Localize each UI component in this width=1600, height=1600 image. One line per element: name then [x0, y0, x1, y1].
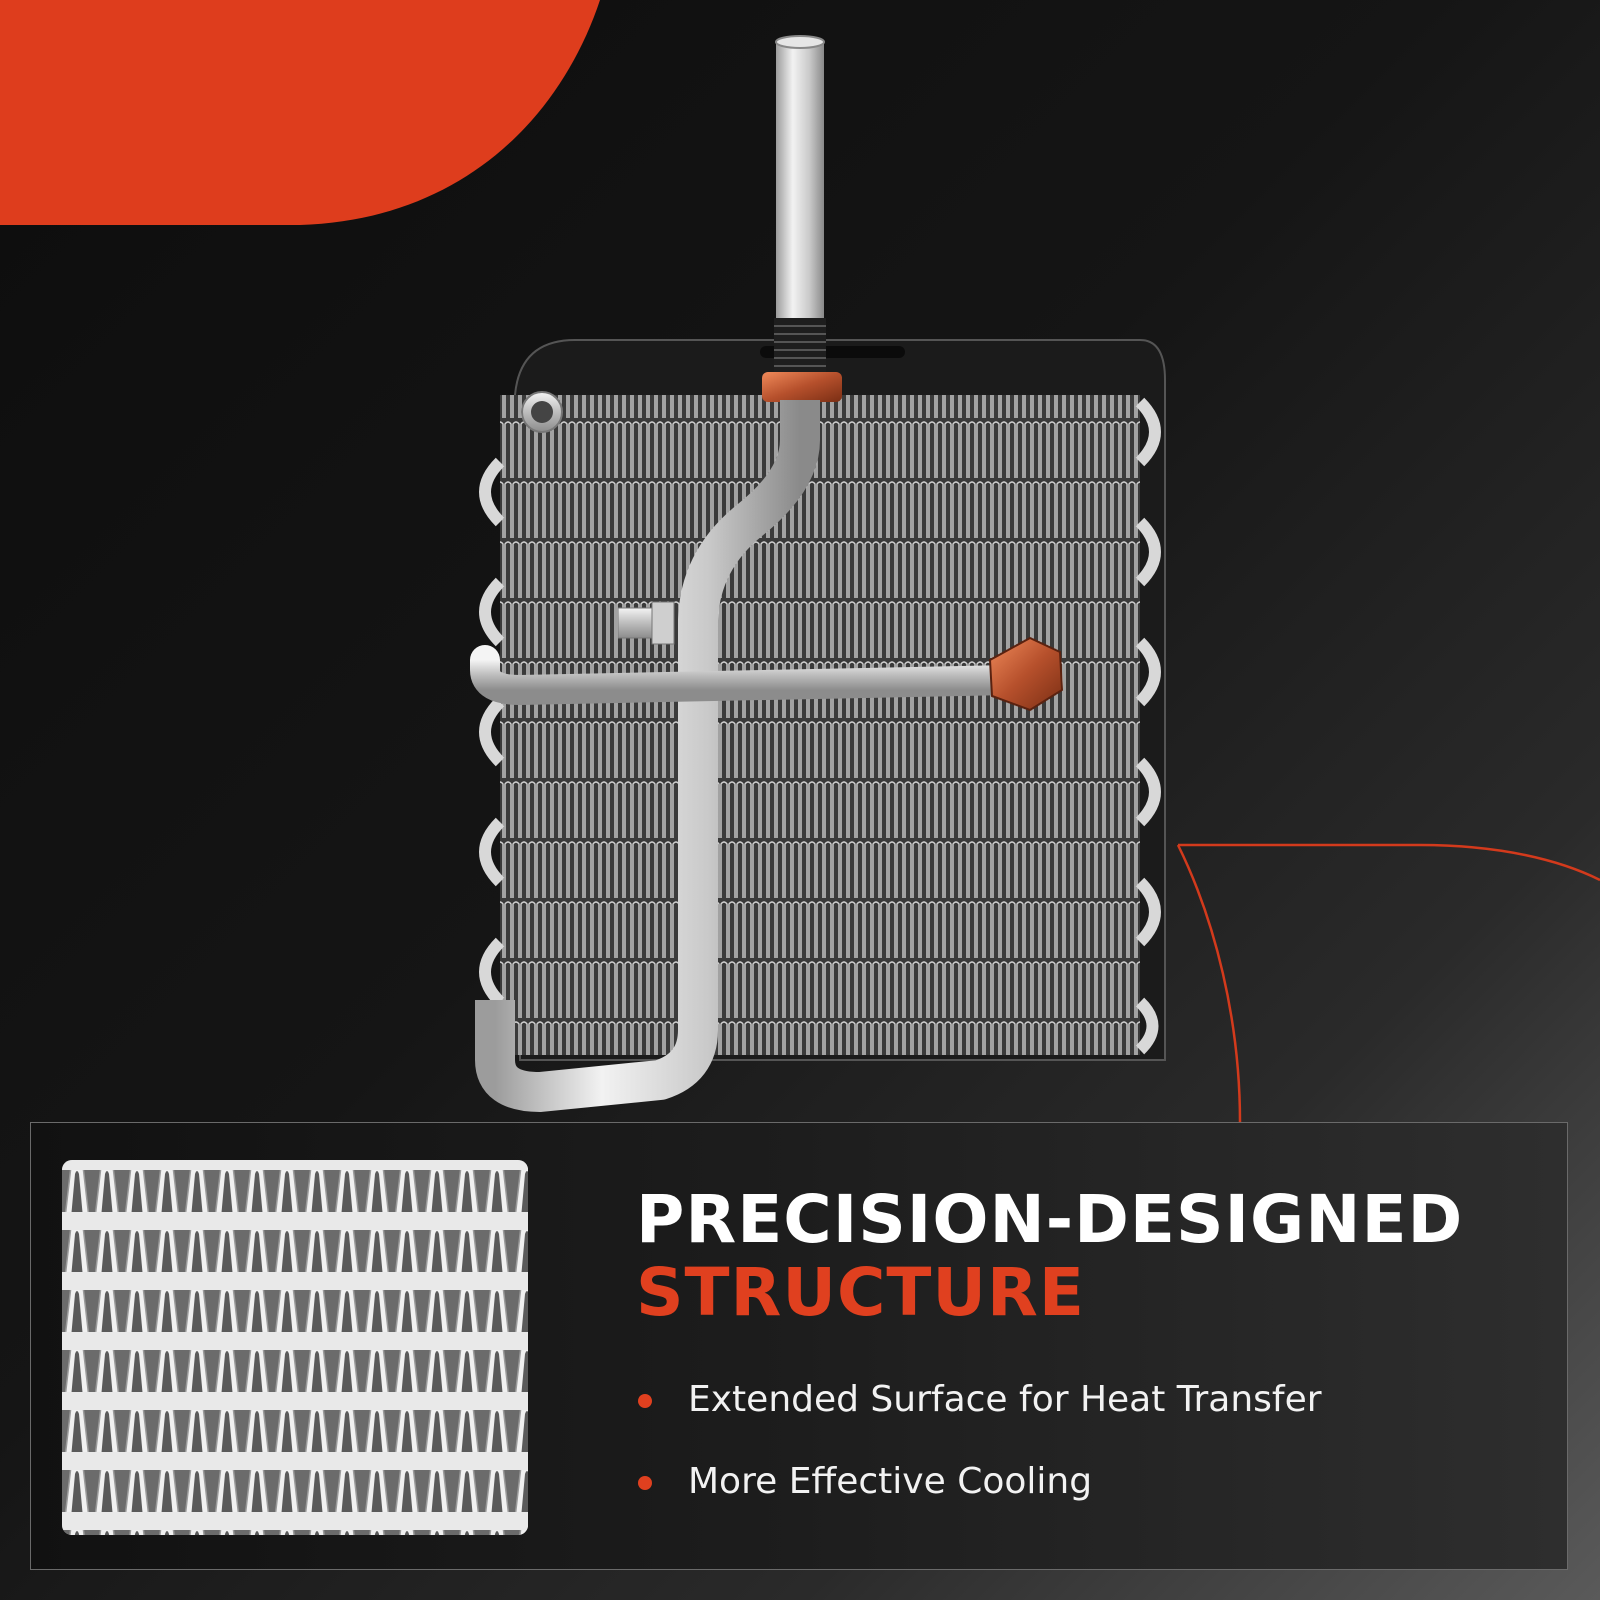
feature-text: Extended Surface for Heat Transfer [688, 1378, 1322, 1420]
headline-line-1: PRECISION-DESIGNED [636, 1181, 1464, 1258]
feature-copy: PRECISION-DESIGNED STRUCTURE Extended Su… [636, 1185, 1536, 1542]
bullet-dot-icon [638, 1475, 652, 1490]
headline-line-2: STRUCTURE [636, 1254, 1085, 1332]
accent-arc-line [1178, 843, 1600, 882]
fin-detail-image [62, 1160, 528, 1535]
orange-corner-shape [0, 0, 600, 225]
headline: PRECISION-DESIGNED STRUCTURE [636, 1185, 1536, 1328]
bullet-dot-icon [638, 1393, 652, 1408]
feature-text: More Effective Cooling [688, 1460, 1093, 1502]
feature-item: More Effective Cooling [636, 1460, 1536, 1542]
product-image [470, 35, 1166, 1112]
feature-list: Extended Surface for Heat Transfer More … [636, 1378, 1536, 1542]
feature-item: Extended Surface for Heat Transfer [636, 1378, 1536, 1460]
accent-arc-line-2 [1176, 844, 1242, 1123]
